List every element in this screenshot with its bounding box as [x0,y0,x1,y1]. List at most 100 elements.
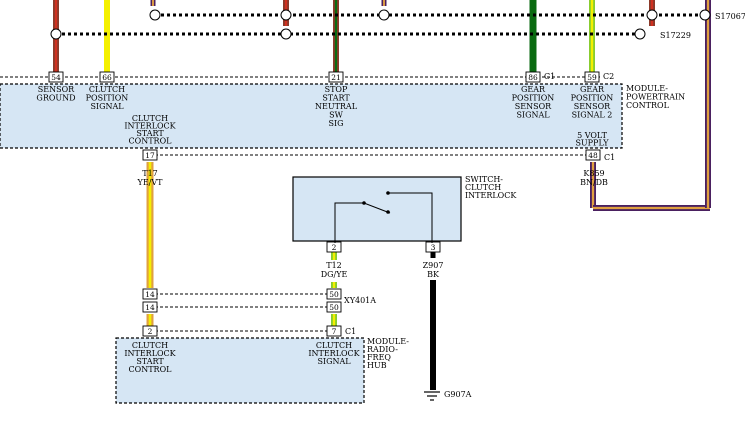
switch-pin-2-number: 2 [332,243,337,252]
splice-circles [50,9,711,40]
inline-pin-50-upper-number: 50 [329,290,339,299]
splice-node-2 [378,9,390,21]
pcm-connector-lower-label: C1 [604,153,615,162]
pcm-label-gear-position-2-line-2: SENSOR [574,102,611,111]
pin-layer: 54 66 21 86 59 17 48 2 3 14 50 14 50 2 7 [48,71,601,337]
splice-node-7 [634,28,646,40]
pcm-label-clutch-position-line-1: POSITION [86,94,129,103]
inline-pin-14-upper: 14 [142,288,158,300]
pcm-pin-48: 48 [585,149,601,161]
pcm-label-clutch-position-line-2: SIGNAL [90,102,124,111]
inline-connector-label: XY401A [344,296,376,305]
inline-pin-14-upper-number: 14 [145,290,155,299]
pcm-label-sensor-ground-line-0: SENSOR [38,85,75,94]
wire-k859-code: K859 [583,169,604,178]
splice-node-4 [699,9,711,21]
wire-t12-color: DG/YE [321,270,348,279]
switch-pin-3-number: 3 [431,243,436,252]
pcm-label-stop-start-line-0: STOP [325,85,348,94]
pcm-pin-66-number: 66 [102,73,112,82]
pcm-label-sensor-ground-line-1: GROUND [36,94,75,103]
rfh-label-clutch-signal-line-1: INTERLOCK [308,349,360,358]
rfh-label-clutch-interlock-line-3: CONTROL [129,365,173,374]
splice-node-1 [280,9,292,21]
wire-t17-code: T17 [142,169,158,178]
ground-symbol [424,391,440,401]
pcm-pin-59-number: 59 [587,73,597,82]
switch-pin-3: 3 [425,241,441,253]
powertrain-control-module-box [0,83,623,149]
pcm-pin-54: 54 [48,71,64,83]
wire-k859-color: BN/DB [580,178,608,187]
rfh-pin-7-number: 7 [332,327,337,336]
switch-title-line-1: CLUTCH [465,183,501,192]
pcm-label-clutch-interlock-line-1: INTERLOCK [124,122,176,131]
pcm-label-gear-position-2-line-0: GEAR [580,85,605,94]
pcm-label-gear-position-line-3: SIGNAL [516,111,550,120]
pcm-label-gear-position-2-line-1: POSITION [571,94,614,103]
inline-pin-14-lower-number: 14 [145,303,155,312]
pcm-label-clutch-interlock-line-2: START [136,129,164,138]
rfh-title-line-2: FREQ [367,353,391,362]
rfh-pin-7: 7 [326,325,342,337]
pcm-label-stop-start-line-3: SW [329,111,343,120]
pcm-connector-c1-label: C1 [544,72,555,81]
pcm-label-5v-supply-line-0: 5 VOLT [577,131,607,140]
inline-pin-50-upper: 50 [326,288,342,300]
pcm-label-gear-position-line-0: GEAR [521,85,546,94]
pcm-title-line-2: CONTROL [626,101,670,110]
splice-label-top: S17067 [715,12,745,21]
ground-label: G907A [444,390,472,399]
pcm-pin-86: 86 [525,71,541,83]
rfh-label-clutch-interlock-line-2: START [136,357,164,366]
radio-freq-hub-module-box [115,337,365,404]
wire-z907-color: BK [427,270,440,279]
pcm-pin-59: 59 [584,71,600,83]
pcm-pin-54-number: 54 [51,73,61,82]
clutch-interlock-switch-box [292,176,462,242]
splice-node-0 [149,9,161,21]
switch-contacts [334,191,433,243]
switch-pin-2: 2 [326,241,342,253]
rfh-title-line-3: HUB [367,361,387,370]
pcm-label-clutch-interlock-line-3: CONTROL [129,137,173,146]
rfh-connector-label: C1 [345,327,356,336]
splice-label-second: S17229 [660,31,691,40]
wire-t17-color: YE/VT [137,178,164,187]
splice-node-3 [646,9,658,21]
wire-layer [53,0,711,390]
pcm-label-gear-position-line-1: POSITION [512,94,555,103]
pcm-connector-c2-label: C2 [603,72,614,81]
pcm-label-stop-start-line-4: SIG [328,119,343,128]
rfh-pin-2-number: 2 [148,327,153,336]
pcm-pin-66: 66 [99,71,115,83]
pcm-label-clutch-position-line-0: CLUTCH [89,85,125,94]
rfh-pin-2: 2 [142,325,158,337]
inline-pin-14-lower: 14 [142,301,158,313]
pcm-pin-21: 21 [328,71,344,83]
pcm-label-gear-position-line-2: SENSOR [515,102,552,111]
rfh-label-clutch-interlock-line-0: CLUTCH [132,341,168,350]
pcm-label-stop-start-line-1: START [322,94,350,103]
switch-title-line-2: INTERLOCK [465,191,517,200]
pcm-label-stop-start-line-2: NEUTRAL [315,102,358,111]
pcm-label-gear-position-2-line-3: SIGNAL 2 [572,111,613,120]
wire-t12-code: T12 [326,261,342,270]
pcm-pin-86-number: 86 [528,73,538,82]
rfh-label-clutch-interlock-line-1: INTERLOCK [124,349,176,358]
pcm-label-5v-supply-line-1: SUPPLY [575,139,609,148]
inline-pin-50-lower-number: 50 [329,303,339,312]
rfh-label-clutch-signal-line-0: CLUTCH [316,341,352,350]
label-layer: SENSORGROUNDCLUTCHPOSITIONSIGNALSTOPSTAR… [36,85,613,374]
pcm-pin-17: 17 [142,149,158,161]
rfh-title-line-0: MODULE- [367,337,409,346]
rfh-title-line-1: RADIO- [367,345,398,354]
splice-node-5 [50,28,62,40]
pcm-title-line-1: POWERTRAIN [626,93,685,102]
pcm-label-clutch-interlock-line-0: CLUTCH [132,114,168,123]
rfh-label-clutch-signal-line-2: SIGNAL [317,357,351,366]
switch-title-line-0: SWITCH- [465,175,503,184]
